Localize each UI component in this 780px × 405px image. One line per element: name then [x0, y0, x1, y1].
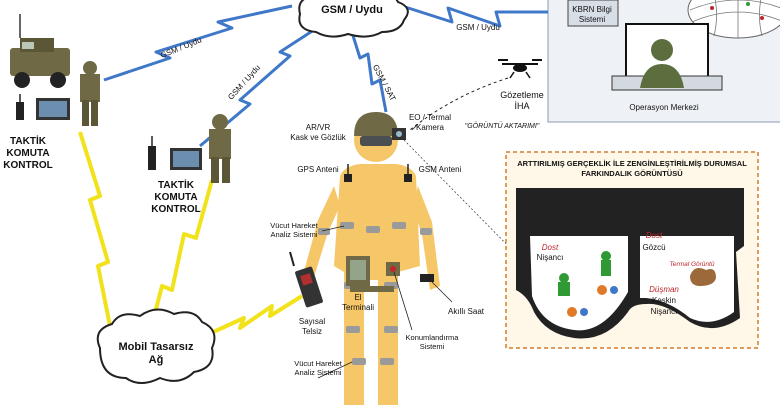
link-terminal-manet [146, 179, 214, 341]
cloud-top-label: GSM / Uydu [321, 4, 383, 16]
center-unit-label-1: TAKTİK [158, 178, 195, 191]
digital-radio-icon [289, 251, 323, 308]
main-soldier-figure [300, 118, 440, 405]
kbrn-label-2: Sistemi [579, 15, 605, 24]
gps-label: GPS Anteni [297, 165, 339, 174]
positioning-label-2: Sistemi [420, 342, 445, 351]
ar-friendly-sniper-2: Nişancı [537, 253, 564, 262]
motion-upper-label-1: Vücut Hareket [270, 221, 318, 230]
link-vehicle-manet [78, 131, 114, 337]
soldier-figure-left [80, 61, 100, 126]
left-unit-label-2: KOMUTA [6, 148, 49, 159]
motion-lower-label-2: Analiz Sistemi [294, 368, 341, 377]
ar-friendly-spotter-2: Gözcü [642, 243, 665, 252]
ar-view-panel [505, 151, 759, 349]
cloud-bottom-label-2: Ağ [149, 354, 164, 366]
uav-label-1: Gözetleme [500, 90, 544, 100]
ar-title-2: FARKINDALIK GÖRÜNTÜSÜ [581, 169, 682, 178]
helmet-icon [354, 112, 406, 146]
ar-enemy-1: Düşman [649, 285, 679, 294]
soldier-figure-center [209, 114, 231, 183]
gps-antenna-icon [344, 164, 352, 182]
ar-friendly-spotter-1: Dost [646, 231, 663, 240]
cloud-bottom [96, 308, 216, 384]
link-vehicle-cloud [103, 4, 293, 82]
link-terminal-cloud [199, 24, 321, 148]
eo-label-2: Kamera [416, 123, 445, 132]
uav-label-2: İHA [514, 101, 529, 111]
arvr-label-1: AR/VR [306, 123, 331, 132]
link-label-gsm-3: GSM / Uydu [456, 23, 500, 32]
center-unit-label-2: KOMUTA [154, 192, 197, 203]
military-vehicle-icon [10, 14, 70, 88]
hq-panel [547, 0, 780, 123]
arvr-label-2: Kask ve Gözlük [290, 133, 347, 142]
labels: GSM / Uydu Mobil Tasarsız Ağ GSM / Uydu … [3, 4, 747, 377]
gsm-label: GSM Anteni [419, 165, 462, 174]
motion-upper-label-2: Analiz Sistemi [270, 230, 317, 239]
operator-workstation-icon [611, 23, 723, 91]
ops-label: Operasyon Merkezi [629, 103, 699, 112]
smartwatch-icon [420, 274, 434, 282]
wireless-links [78, 4, 548, 341]
motion-lower-label-1: Vücut Hareket [294, 359, 342, 368]
radio-label-2: Telsiz [302, 327, 322, 336]
ar-friendly-sniper-figure [558, 273, 588, 317]
radio-handset-icon [16, 94, 24, 120]
ar-enemy-3: Nişancı [651, 307, 678, 316]
cloud-top [298, 0, 409, 38]
ar-enemy-2: Keskin [652, 296, 676, 305]
link-uav-camera [409, 77, 509, 131]
kbrn-globe-icon [687, 0, 780, 39]
radio-handset-icon [148, 136, 156, 170]
positioning-label-1: Konumlandırma [406, 333, 460, 342]
tablet-icon [170, 148, 202, 170]
positioning-device-icon [386, 262, 400, 276]
uav-transfer-label: "GÖRÜNTÜ AKTARIMI" [465, 122, 540, 130]
ar-friendly-sniper-1: Dost [542, 243, 559, 252]
ar-title-1: ARTTIRILMIŞ GERÇEKLİK İLE ZENGİNLEŞTİRİL… [517, 159, 747, 168]
hand-terminal-label-2: Terminali [342, 303, 374, 312]
radio-label-1: Sayısal [299, 317, 325, 326]
link-radio-manet [199, 294, 304, 340]
cloud-bottom-label-1: Mobil Tasarsız [119, 341, 194, 353]
hand-terminal-icon [346, 256, 394, 292]
gsm-antenna-icon [404, 164, 412, 182]
drone-icon [498, 59, 542, 79]
watch-label: Akıllı Saat [448, 307, 485, 316]
hand-terminal-label-1: El [354, 293, 361, 302]
kbrn-label-1: KBRN Bilgi [572, 5, 612, 14]
tablet-icon [36, 98, 70, 120]
ar-thermal-label: Termal Görüntü [670, 261, 715, 268]
left-unit-label-3: KONTROL [3, 160, 52, 171]
ar-enemy-thermal-figure [690, 268, 716, 286]
link-cloud-helmet [348, 25, 388, 113]
link-cloud-hq [401, 4, 548, 28]
ar-callout-lines [403, 139, 521, 259]
ar-friendly-spotter-figure [597, 251, 618, 295]
center-unit-label-3: KONTROL [151, 204, 200, 215]
callout-lines [317, 123, 453, 379]
eo-label-1: EO / Termal [409, 113, 451, 122]
left-unit-label-1: TAKTİK [10, 134, 47, 147]
